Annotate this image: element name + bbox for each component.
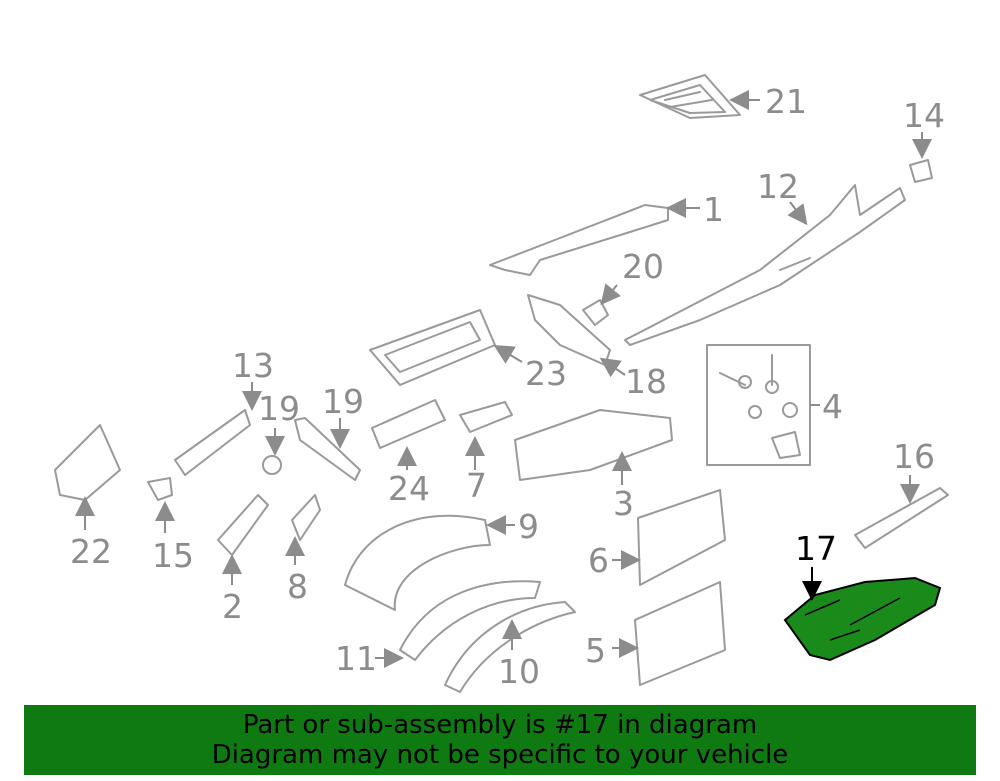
part-5-frame [634,581,726,686]
part-10-trim [444,601,576,693]
part-21-vent [639,74,741,119]
part-3-glovebox [514,409,673,481]
part-8-bracket [291,494,321,541]
callout-11: 11 [335,639,377,678]
callout-21: 21 [765,82,807,121]
part-22-switch-panel [54,424,121,501]
callout-24: 24 [388,469,430,508]
callout-20-lower: 19 [258,389,300,428]
part-1-dash-top [489,204,669,276]
part-16-strip [854,487,949,549]
callout-17: 17 [795,529,837,568]
part-4-fasteners [719,354,801,459]
part-9-cluster-hood [344,514,491,611]
callout-14: 14 [903,96,945,135]
callout-4: 4 [822,387,843,426]
part-14-clip [909,159,933,183]
part-11-trim [399,580,541,661]
part-20-upper-bracket [582,299,609,326]
part-7-switch [459,401,513,433]
callout-10: 10 [498,652,540,691]
part-17-highlighted [783,576,942,662]
part-12-trim [624,184,906,346]
part-24-vent [371,399,446,449]
callout-9: 9 [518,507,539,546]
callout-12: 12 [757,167,799,206]
callout-15: 15 [152,536,194,575]
callout-7: 7 [466,466,487,505]
callout-22: 22 [70,532,112,571]
callout-18: 18 [625,362,667,401]
callout-3: 3 [613,484,634,523]
part-13-trim [174,409,251,476]
callout-8: 8 [287,567,308,606]
callout-19: 19 [322,382,364,421]
callout-23: 23 [525,354,567,393]
callout-6: 6 [588,541,609,580]
callout-2: 2 [222,587,243,626]
part-19-panel [294,417,361,481]
banner-line-2: Diagram may not be specific to your vehi… [211,740,789,770]
callout-1: 1 [703,190,724,229]
callout-20-upper: 20 [622,247,664,286]
part-23-vent [369,309,496,386]
part-2-trim [217,494,269,556]
info-banner: Part or sub-assembly is #17 in diagram D… [24,705,976,775]
banner-line-1: Part or sub-assembly is #17 in diagram [242,710,758,740]
callout-5: 5 [585,631,606,670]
callout-16: 16 [893,437,935,476]
part-15-clip [147,477,173,501]
part-6-liner [637,489,726,586]
callout-13: 13 [232,346,274,385]
part-20-lower-knob [262,455,282,475]
